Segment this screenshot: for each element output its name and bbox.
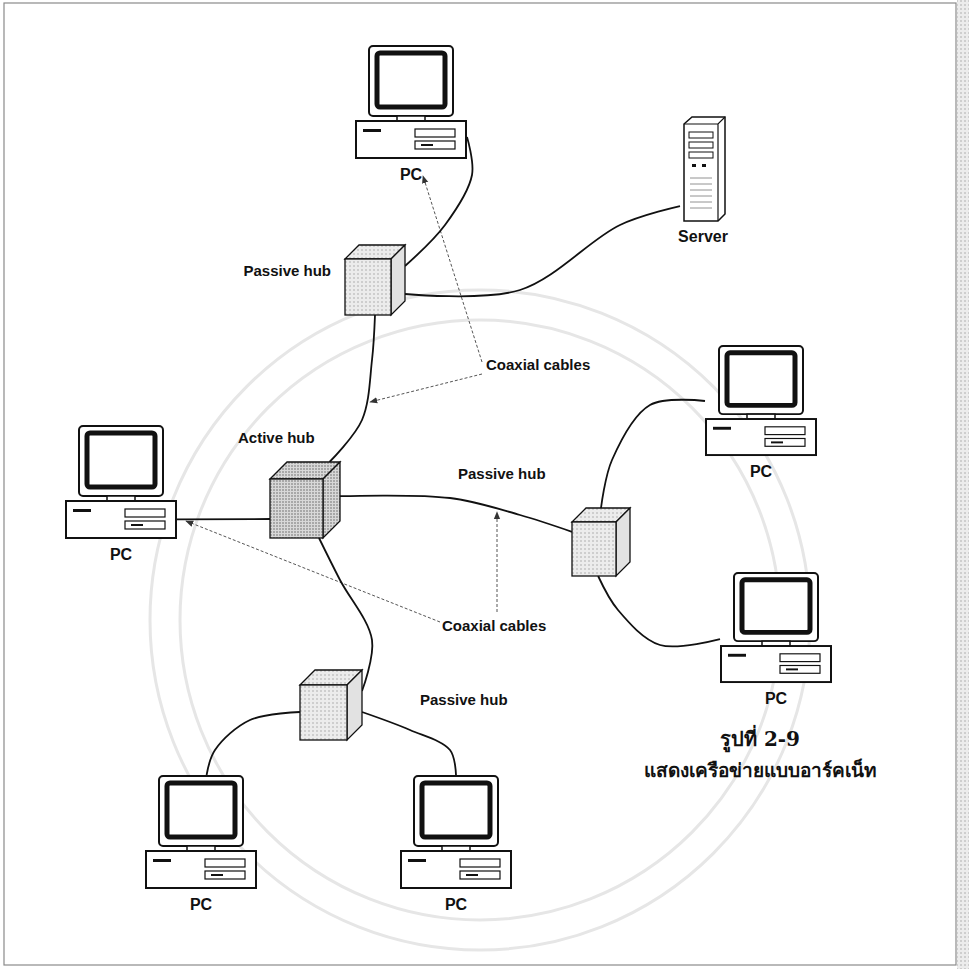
coaxial-cable xyxy=(598,576,720,646)
hub-label: Passive hub xyxy=(458,466,546,483)
server-node: Server xyxy=(680,116,726,222)
coaxial-cable xyxy=(340,496,572,532)
hub-label: Passive hub xyxy=(420,692,508,709)
hub-label: Passive hub xyxy=(243,263,331,280)
coaxial-cable xyxy=(405,206,680,296)
hub-cube xyxy=(345,245,405,315)
device-label: PC xyxy=(445,896,467,914)
pc-node: PC xyxy=(705,345,817,457)
pc-node: PC xyxy=(355,45,467,160)
passive-hub-node: Passive hub xyxy=(572,508,630,576)
cable-callout: Coaxial cables xyxy=(440,618,548,635)
pc-icon xyxy=(720,572,832,684)
pc-icon xyxy=(65,425,177,540)
pc-node: PC xyxy=(65,425,177,540)
coaxial-cable xyxy=(330,315,376,462)
device-label: PC xyxy=(190,896,212,914)
cable-callout: Coaxial cables xyxy=(484,357,592,374)
device-label: Server xyxy=(678,228,728,246)
active-hub-node: Active hub xyxy=(270,462,340,538)
leader-line xyxy=(423,176,482,362)
passive-hub-node: Passive hub xyxy=(300,670,362,740)
hub-cube xyxy=(300,670,362,740)
coaxial-cable xyxy=(319,538,372,691)
device-label: PC xyxy=(400,166,422,184)
hub-cube xyxy=(572,508,630,576)
leader-lines xyxy=(186,176,497,622)
coaxial-cable xyxy=(177,518,270,520)
coaxial-cable xyxy=(362,712,456,775)
server-icon xyxy=(680,116,726,222)
pc-icon xyxy=(400,775,512,890)
figure-caption: แสดงเครือข่ายแบบอาร์คเน็ท xyxy=(644,760,877,781)
device-label: PC xyxy=(750,463,772,481)
pc-node: PC xyxy=(720,572,832,684)
hub-label: Active hub xyxy=(238,430,315,447)
coaxial-cable xyxy=(601,400,705,508)
coaxial-cable xyxy=(207,712,300,775)
device-label: PC xyxy=(765,690,787,708)
pc-node: PC xyxy=(400,775,512,890)
figure-caption: รูปที่ 2-9 xyxy=(720,728,800,750)
leader-line xyxy=(370,374,482,402)
device-label: PC xyxy=(110,546,132,564)
page-frame xyxy=(4,3,956,965)
pc-node: PC xyxy=(145,775,257,890)
pc-icon xyxy=(355,45,467,160)
passive-hub-node: Passive hub xyxy=(345,245,405,315)
leader-line xyxy=(497,512,498,612)
pc-icon xyxy=(145,775,257,890)
pc-icon xyxy=(705,345,817,457)
scan-edge xyxy=(957,0,969,969)
hub-cube xyxy=(270,462,340,538)
